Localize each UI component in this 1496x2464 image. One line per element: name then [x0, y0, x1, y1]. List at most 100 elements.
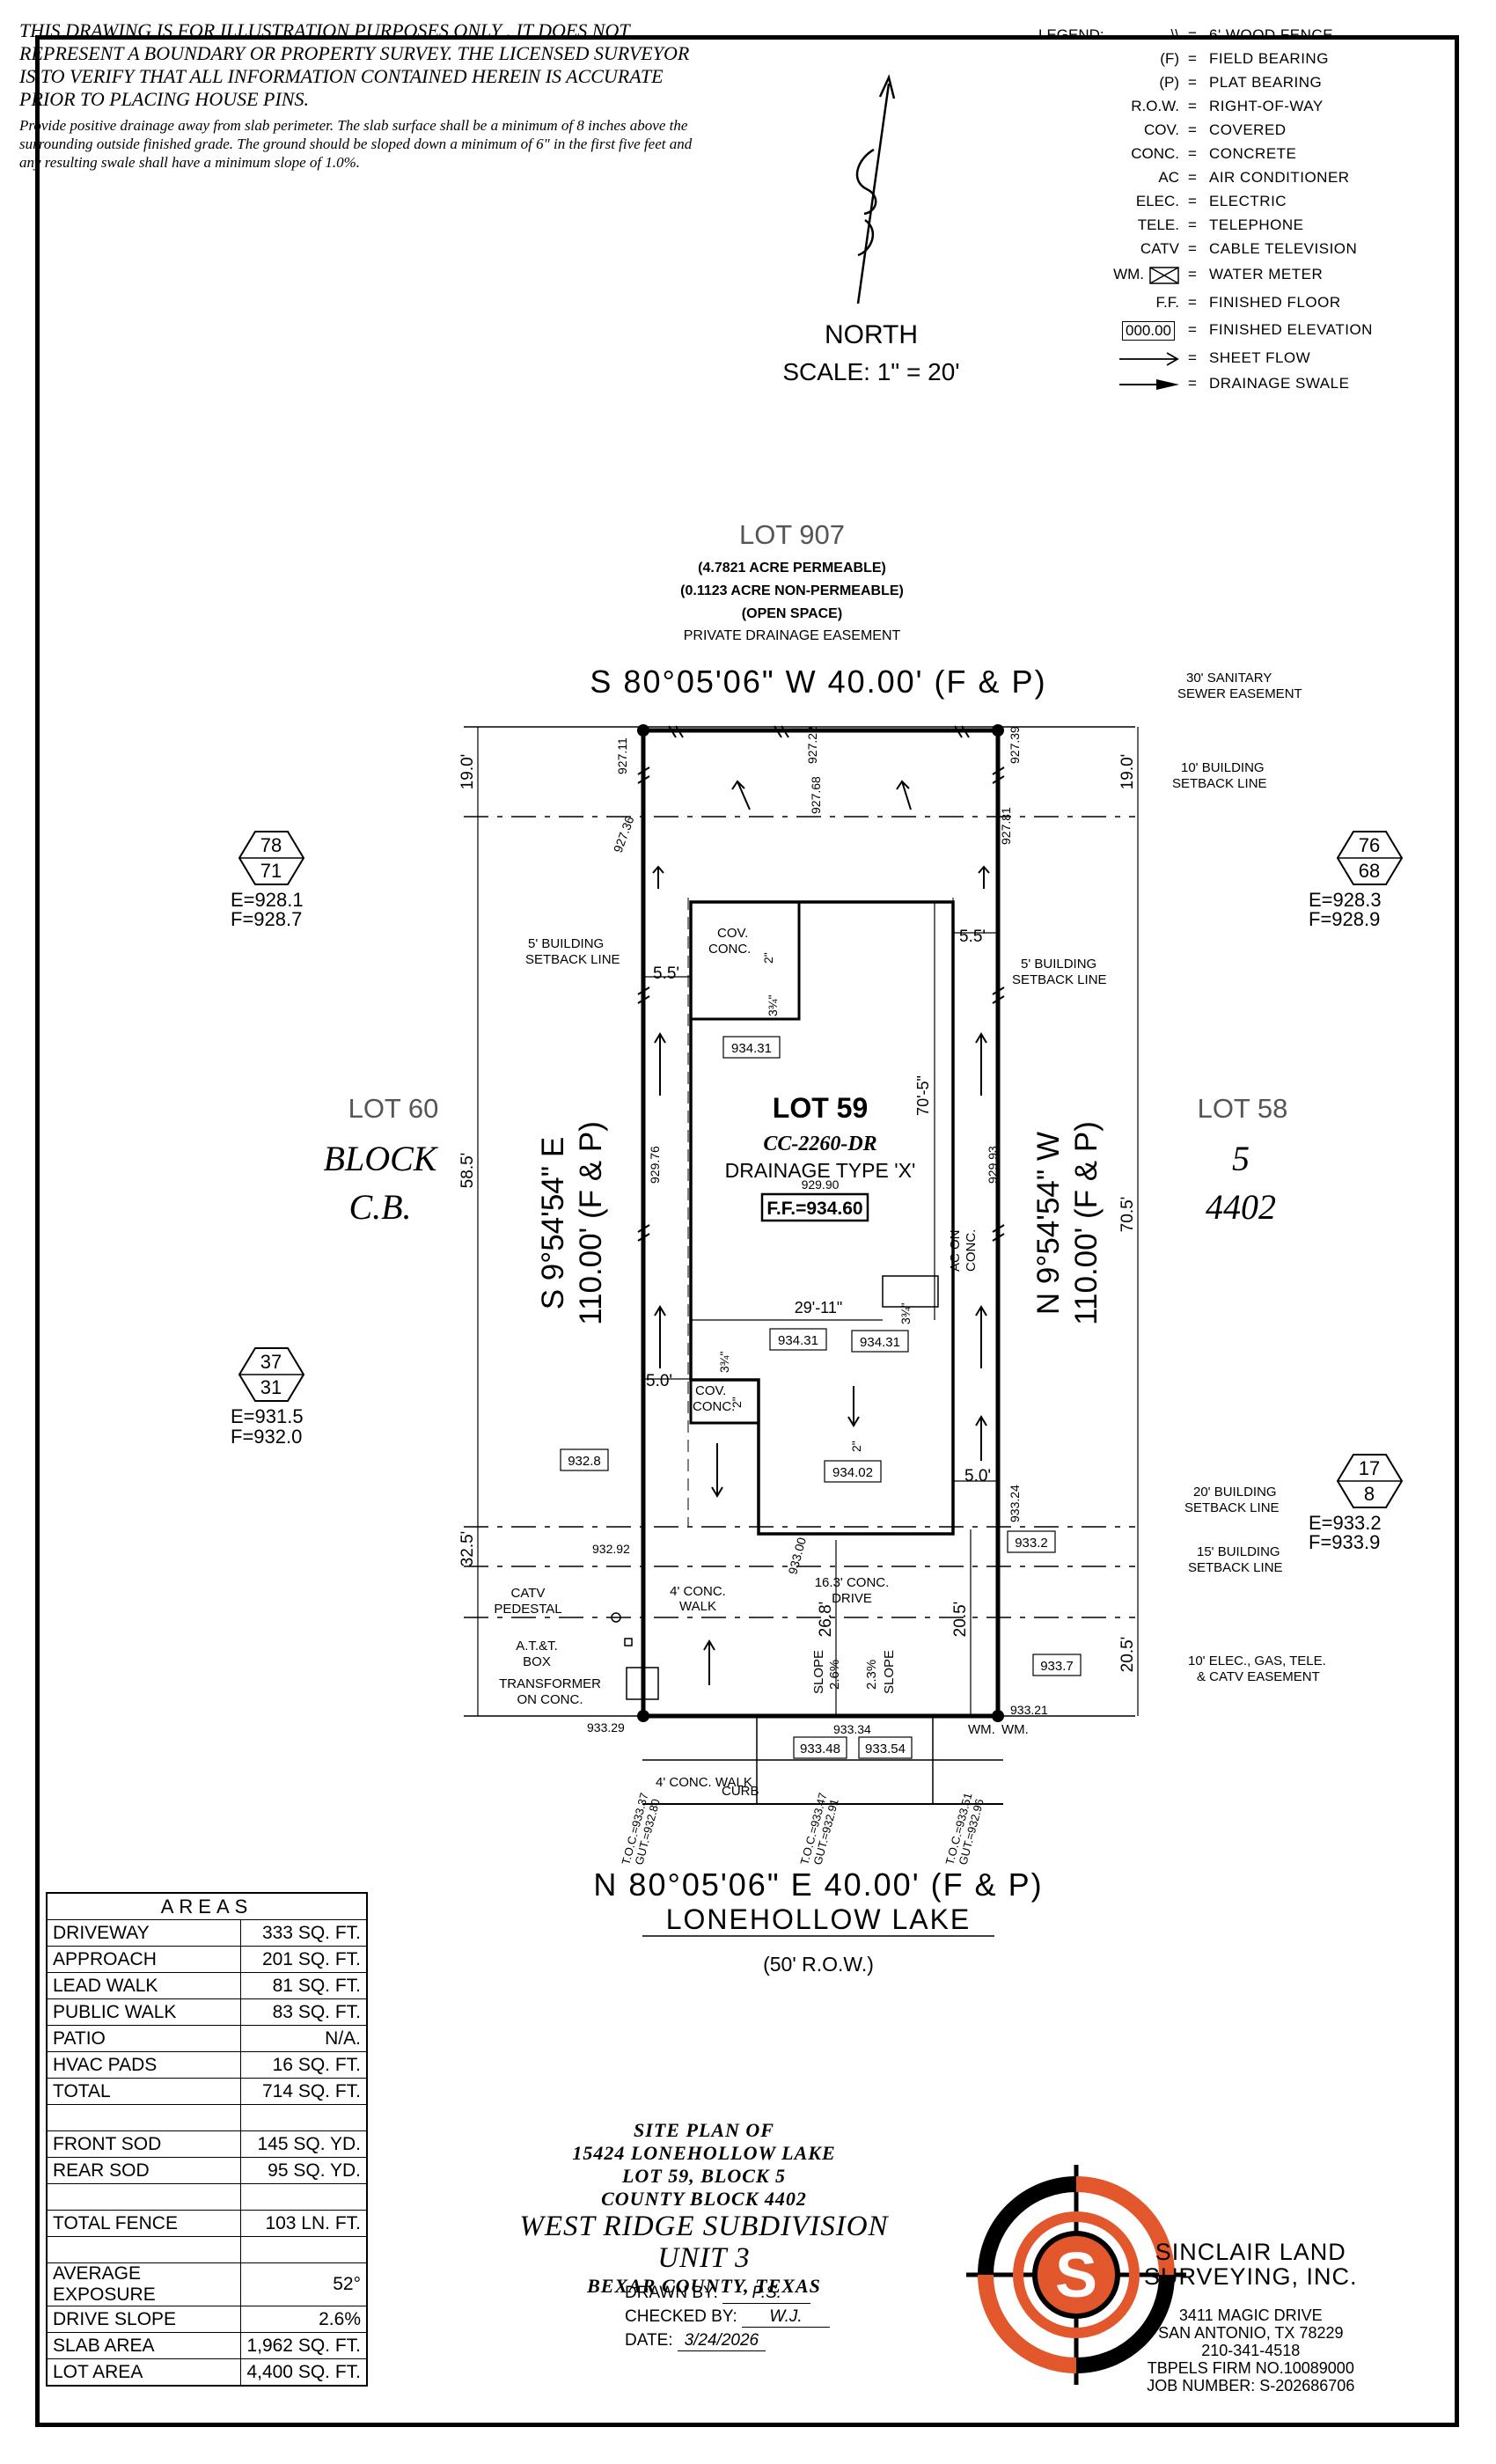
legend-definition: 6' wood fence [1209, 26, 1334, 43]
areas-title: AREAS [46, 1892, 368, 1920]
legend-definition: finished floor [1209, 294, 1341, 311]
property-corner-pin [637, 1710, 649, 1722]
elevation-box [851, 1330, 909, 1353]
drawn-by-row: DRAWN BY: P.S. [625, 2284, 830, 2307]
elevation-value: 934.31 [860, 1335, 900, 1350]
finished-floor-elevation: F.F.=934.60 [766, 1199, 862, 1219]
spot-elevation: 927.11 [615, 737, 629, 774]
hex-tag-37: 37 31 E=931.5 F=932.0 [231, 1347, 305, 1448]
hex-bottom: 8 [1364, 1483, 1375, 1505]
elevation-value: 933.54 [865, 1742, 906, 1756]
callout-label: CURB [722, 1784, 759, 1799]
utility-label: BOX [523, 1654, 551, 1669]
job-number: JOB NUMBER: S-202686706 [1147, 2377, 1355, 2394]
legend-row: TELE.=telephone [1038, 216, 1426, 238]
curb-elevations: T.O.C.=933.37 GUT.=932.80 T.O.C.=933.47 … [619, 1792, 986, 1866]
title-block: SITE PLAN OF 15424 LONEHOLLOW LAKE LOT 5… [458, 2119, 950, 2299]
title-county: BEXAR COUNTY, TEXAS [587, 2275, 821, 2297]
spot-elevation: 929.93 [986, 1146, 1000, 1184]
spot-elevation: 932.92 [592, 1542, 630, 1556]
legend-definition: field bearing [1209, 50, 1329, 67]
slab-drop-labels: 2" 3¾" 3¾" 2" 3¾" 2" [717, 952, 913, 1452]
hex-tag-17: 17 8 E=933.2 F=933.9 [1309, 1454, 1404, 1553]
hex-top: 17 [1359, 1457, 1380, 1479]
property-corner-pin [992, 1710, 1004, 1722]
legend-row: F.F.=finished floor [1038, 294, 1426, 315]
elevation-box [1032, 1654, 1082, 1676]
hex-top: 76 [1359, 834, 1380, 856]
dimension-label: 58.5' [458, 1153, 477, 1189]
lot-60-cb: C.B. [348, 1187, 411, 1227]
easement-label: 5' BUILDING [528, 936, 604, 951]
legend-symbol: TELE. [1137, 216, 1179, 233]
firm-phone: 210-341-4518 [1201, 2342, 1301, 2359]
areas-value: 1,962 SQ. FT. [240, 2332, 368, 2359]
property-corner-pin [992, 724, 1004, 737]
legend-definition: air conditioner [1209, 169, 1350, 186]
legend-row: WM.=water meter [1038, 266, 1426, 287]
drop-label: 3¾" [898, 1303, 913, 1324]
legend-definition: telephone [1209, 216, 1304, 233]
areas-row [46, 2104, 368, 2131]
street-name: LONEHOLLOW LAKE [666, 1903, 972, 1935]
areas-label: DRIVE SLOPE [46, 2306, 242, 2333]
easement-label: SETBACK LINE [1012, 972, 1107, 987]
date-label: DATE: [625, 2331, 673, 2350]
fence-marks [637, 725, 1005, 1242]
legend-symbol: COV. [1143, 121, 1179, 138]
callout-label: 2.6% [827, 1660, 842, 1690]
legend-definition: cable television [1209, 240, 1358, 257]
areas-label: TOTAL [46, 2078, 242, 2105]
finished-floor-box [760, 1192, 869, 1222]
legend-row: =drainage swale [1038, 375, 1426, 396]
areas-label: APPROACH [46, 1946, 242, 1973]
areas-value [240, 2183, 368, 2211]
areas-row [46, 2183, 368, 2211]
house-plan-label: CC-2260-DR [763, 1133, 876, 1155]
west-line-distance: 110.00' (F & P) [574, 1121, 608, 1325]
areas-value: 95 SQ. YD. [240, 2157, 368, 2184]
hex-tag-76: 76 68 E=928.3 F=928.9 [1309, 831, 1404, 930]
callout-label: AC ON [948, 1229, 963, 1272]
spot-elevation: 927.81 [999, 807, 1013, 845]
legend-row: \\=6' wood fence [1038, 26, 1426, 48]
callout-label: COV. [717, 926, 748, 941]
areas-label: DRIVEWAY [46, 1919, 242, 1947]
callout-label: CONC. [964, 1229, 979, 1272]
elevation-value: 934.02 [832, 1465, 873, 1480]
drop-label: 2" [761, 952, 775, 964]
callout-label: COV. [695, 1383, 726, 1398]
legend-row: (P)=plat bearing [1038, 74, 1426, 95]
legend-row: AC=air conditioner [1038, 169, 1426, 190]
areas-label: AVERAGE EXPOSURE [46, 2262, 242, 2306]
title-line: SITE PLAN OF [634, 2119, 774, 2141]
areas-label: LEAD WALK [46, 1972, 242, 1999]
hex-e-elevation: E=928.1 [231, 889, 304, 911]
legend-symbol: \\ [1170, 26, 1179, 43]
spot-elevation: 929.76 [648, 1146, 662, 1184]
callout-label: SLOPE [811, 1650, 826, 1694]
sheet-flow-arrows [652, 780, 990, 1685]
areas-label: REAR SOD [46, 2157, 242, 2184]
legend-definition: sheet flow [1209, 349, 1311, 366]
callout-label: WM. [1001, 1722, 1029, 1737]
legend-symbol: AC [1158, 169, 1179, 186]
lot-907-easement: PRIVATE DRAINAGE EASEMENT [684, 628, 901, 643]
ac-pad [882, 1275, 939, 1308]
legend-row: R.O.W.=right-of-way [1038, 98, 1426, 119]
areas-label: TOTAL FENCE [46, 2210, 242, 2237]
easement-labels: 30' SANITARY SEWER EASEMENT 10' BUILDING… [494, 671, 1325, 1707]
drop-label: 2" [730, 1397, 744, 1408]
lot-58-title: LOT 58 [1198, 1093, 1288, 1124]
callout-label: 4' CONC. [670, 1584, 726, 1599]
elevation-box [722, 1036, 781, 1059]
easement-label: SETBACK LINE [1172, 776, 1267, 791]
hex-e-elevation: E=928.3 [1309, 889, 1382, 911]
east-line-distance: 110.00' (F & P) [1069, 1121, 1104, 1325]
lot-907-open-space: (OPEN SPACE) [742, 606, 842, 621]
firm-block: SINCLAIR LAND SURVEYING, INC. 3411 MAGIC… [1144, 2240, 1358, 2394]
spot-elevation: 927.68 [809, 776, 823, 814]
